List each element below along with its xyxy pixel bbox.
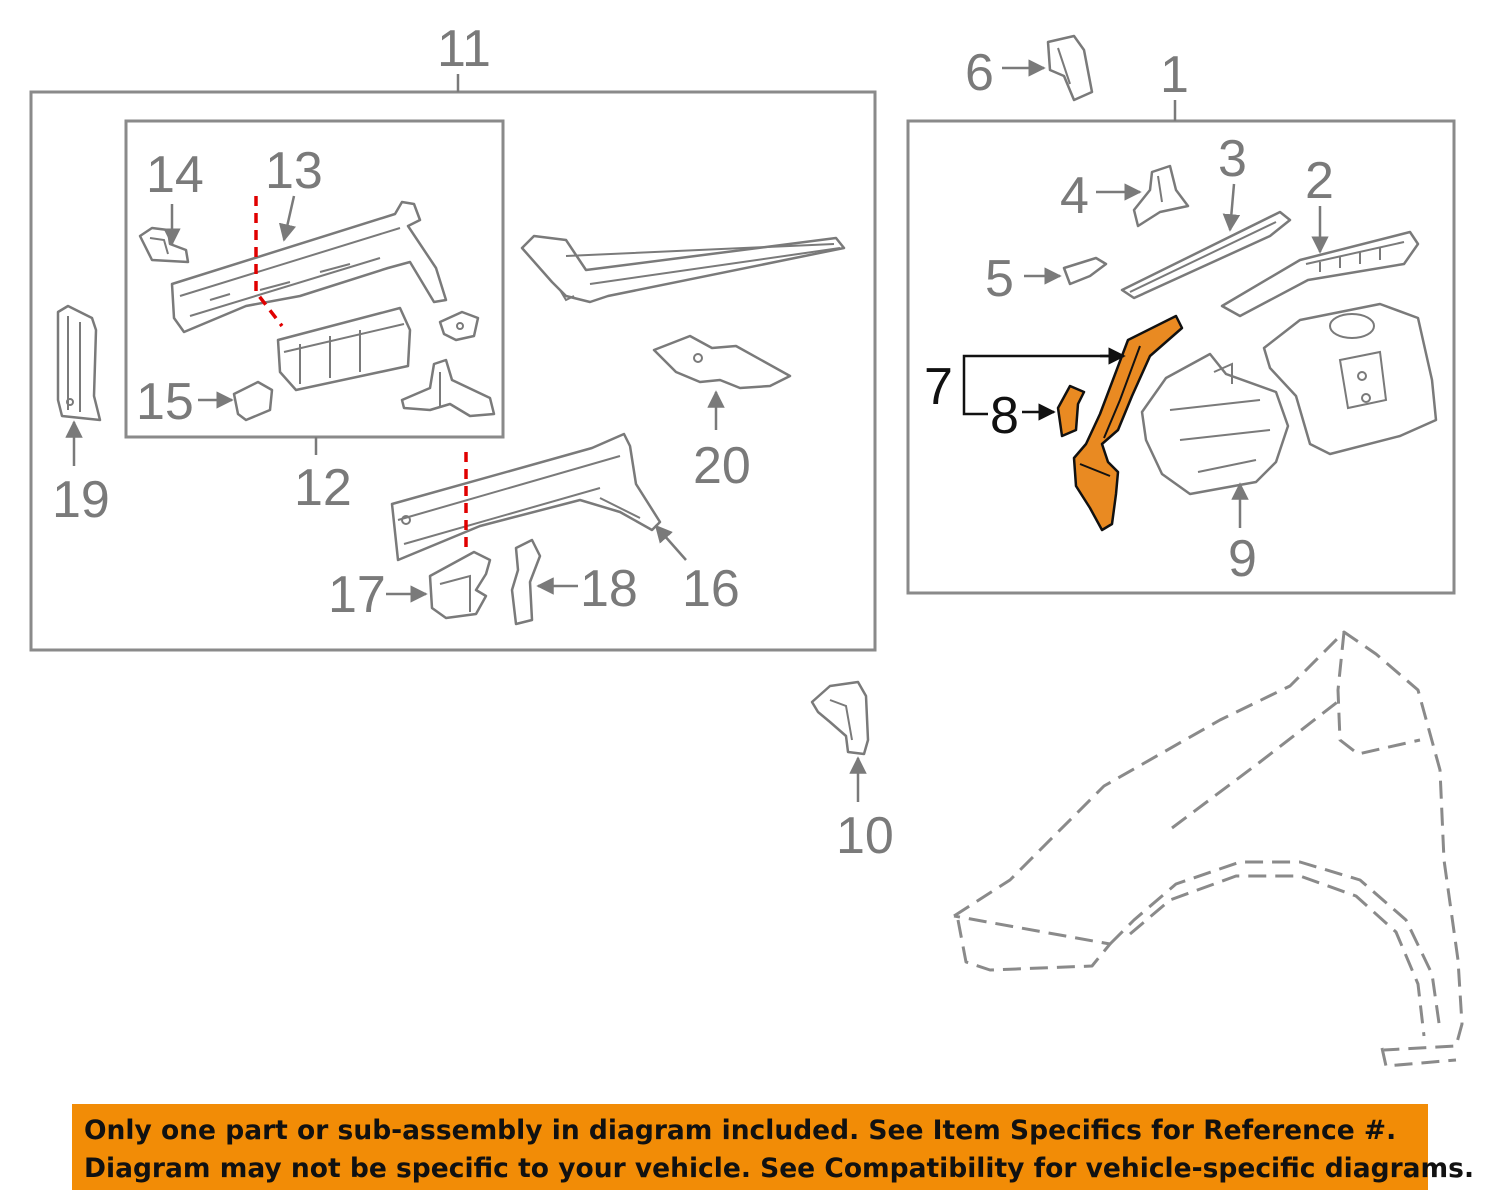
part-7-highlighted [1072, 314, 1184, 532]
disclaimer-line-2: Diagram may not be specific to your vehi… [84, 1153, 1475, 1184]
part-11-lower-member [390, 432, 662, 562]
callout-11: 11 [437, 20, 491, 78]
fender-outline [953, 630, 1464, 1068]
part-17 [428, 550, 492, 620]
callout-1: 1 [1160, 46, 1189, 104]
callout-4: 4 [1060, 167, 1089, 225]
part-12-rail [276, 306, 412, 392]
callout-18: 18 [580, 560, 638, 618]
part-10 [810, 680, 870, 756]
part-3 [1120, 210, 1292, 300]
disclaimer-line-1: Only one part or sub-assembly in diagram… [84, 1115, 1397, 1146]
part-15 [232, 380, 274, 422]
part-9-apron [1140, 352, 1290, 496]
cut-line-13 [254, 196, 284, 328]
callout-7: 7 [924, 358, 953, 416]
callout-15: 15 [136, 373, 194, 431]
part-8-highlighted [1056, 384, 1086, 438]
part-4 [1132, 164, 1190, 228]
part-11-long-rail [520, 234, 846, 304]
assembly-12-frame [124, 119, 505, 439]
leader-16 [654, 524, 687, 561]
part-19 [56, 304, 102, 422]
callout-8: 8 [990, 387, 1019, 445]
assembly-1-frame [906, 119, 1456, 595]
callout-17: 17 [328, 566, 386, 624]
callout-16: 16 [682, 560, 740, 618]
part-1-shock-tower [1262, 302, 1438, 456]
callout-9: 9 [1228, 530, 1257, 588]
callout-10: 10 [836, 807, 894, 865]
part-5 [1062, 256, 1108, 286]
callout-6: 6 [965, 44, 994, 102]
callout-13: 13 [265, 142, 323, 200]
part-20 [652, 334, 792, 390]
part-14 [138, 226, 190, 264]
part-12-bracket-a [438, 310, 480, 342]
callout-19: 19 [52, 471, 110, 529]
callout-2: 2 [1305, 152, 1334, 210]
part-18 [510, 538, 542, 626]
disclaimer-banner: Only one part or sub-assembly in diagram… [72, 1104, 1475, 1190]
part-12-bracket-b [400, 358, 496, 418]
leader-3 [1222, 183, 1241, 232]
leader-13 [278, 195, 297, 242]
part-2 [1220, 230, 1420, 318]
callout-5: 5 [985, 250, 1014, 308]
part-6 [1046, 34, 1094, 102]
callout-3: 3 [1218, 130, 1247, 188]
assembly-11-frame [29, 90, 877, 652]
part-13-side-member [170, 200, 448, 334]
callout-12: 12 [294, 459, 352, 517]
callout-14: 14 [146, 146, 204, 204]
bracket-7-8 [962, 354, 1118, 416]
callout-20: 20 [693, 437, 751, 495]
